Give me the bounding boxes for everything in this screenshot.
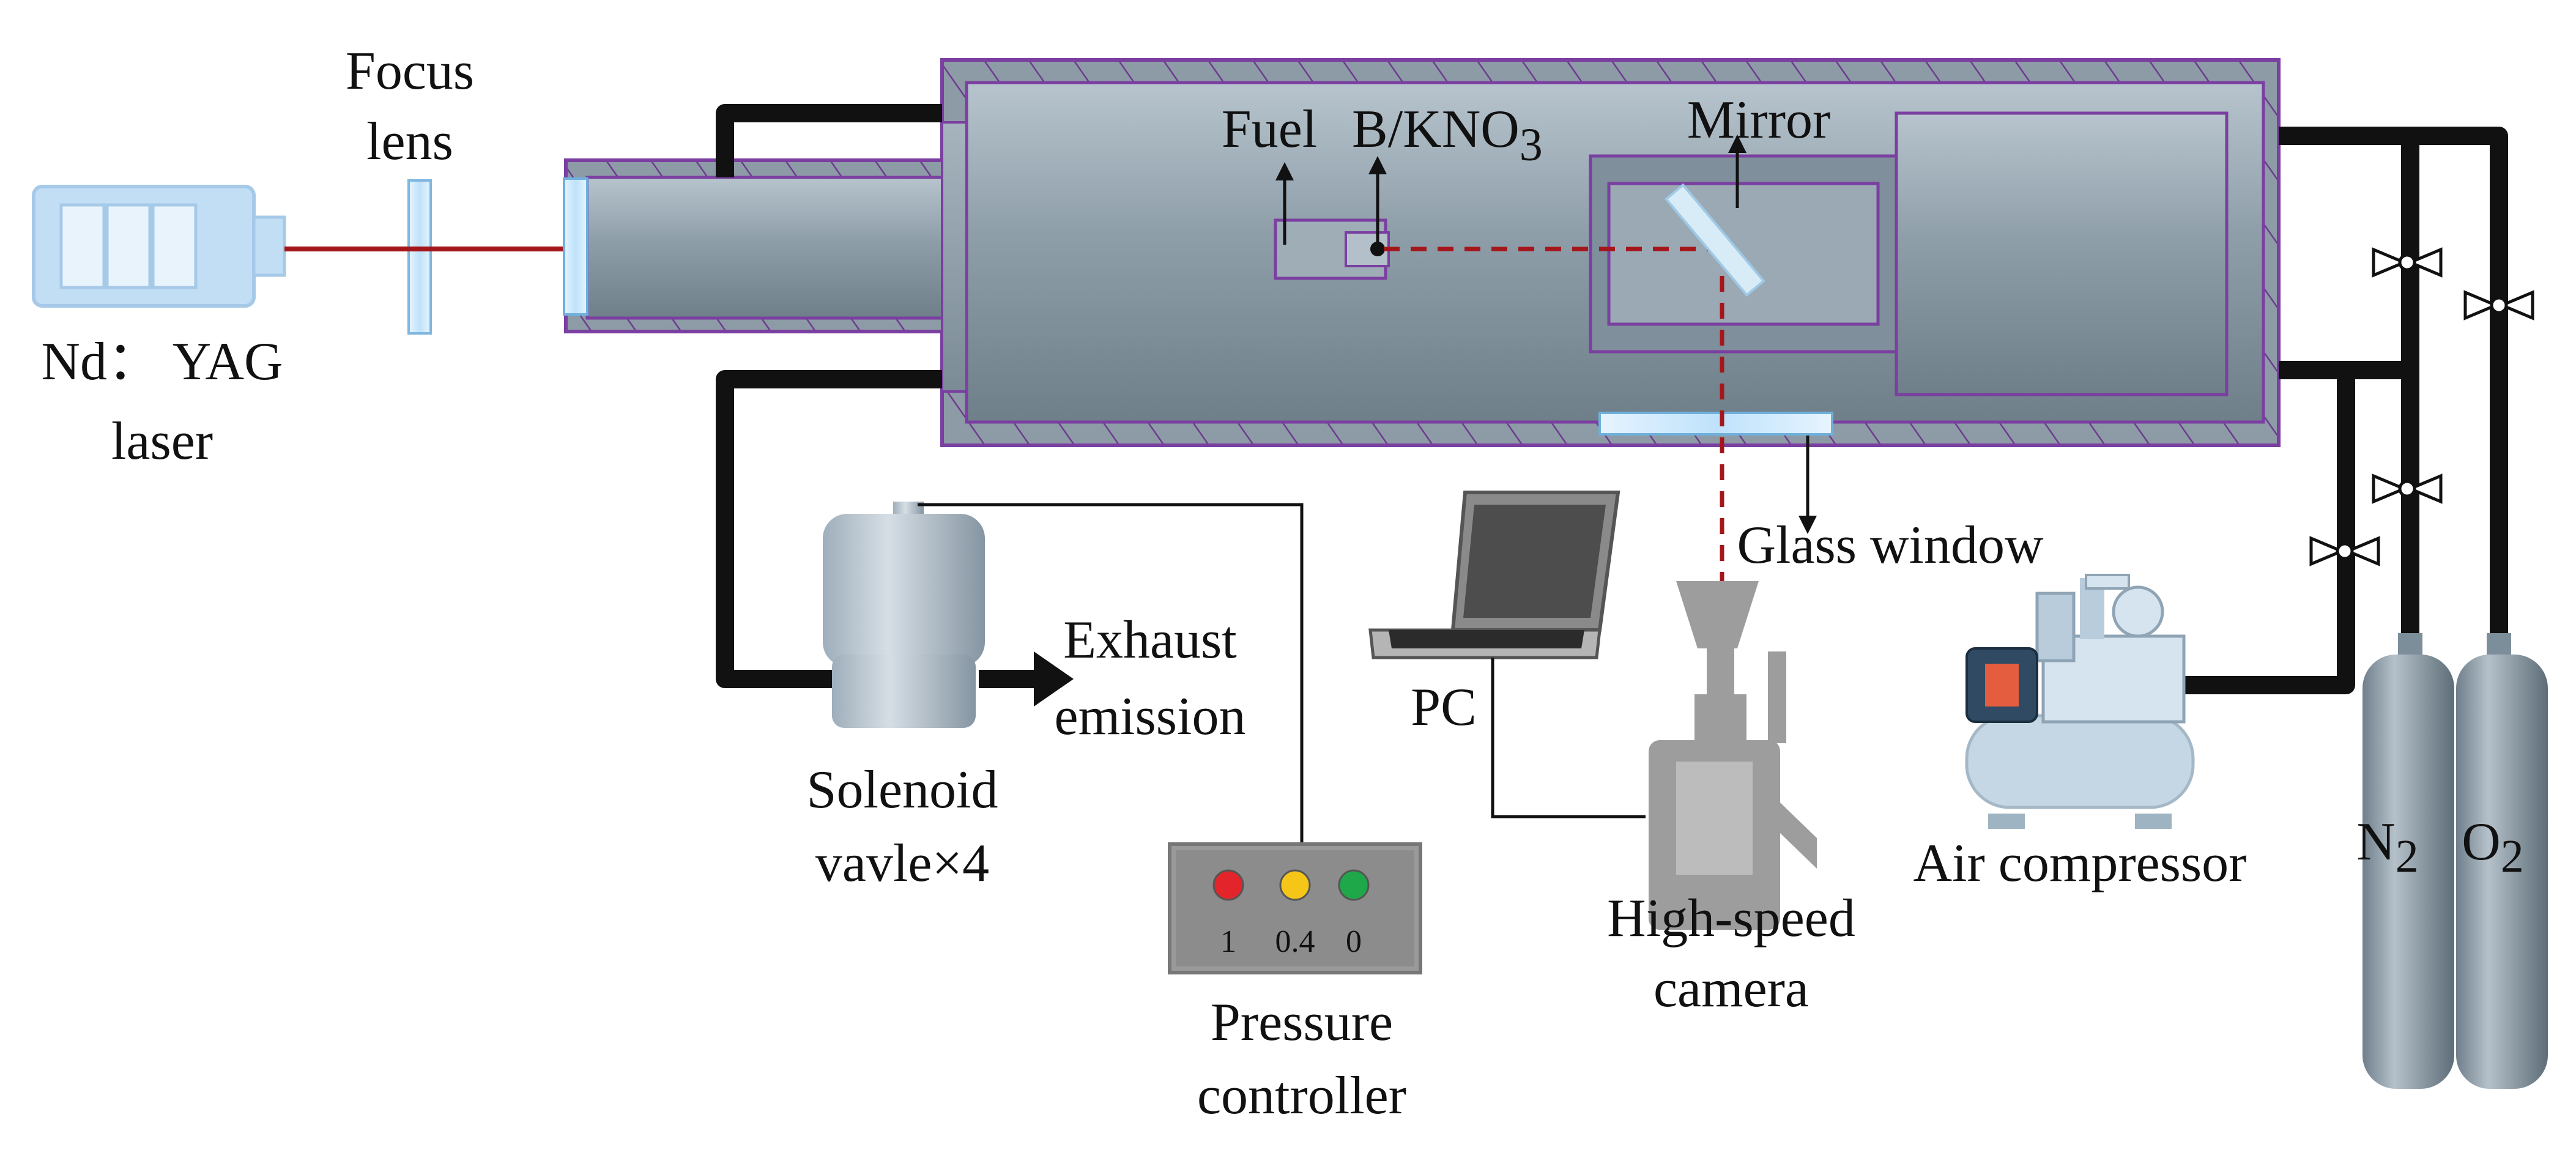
solenoid-signal-line [918,503,1304,844]
exhaust-label-line2: emission [1055,687,1246,746]
indicator-value-0: 1 [1220,924,1236,959]
laser-label-line2: laser [111,412,213,471]
n2-label: N2 [2356,812,2419,882]
n2-label-main: N [2356,812,2396,872]
pipe-valves [2309,247,2534,566]
indicator-lamp-2 [1338,869,1370,901]
solenoid-label-line1: Solenoid [807,760,998,820]
laser-label-line1: Nd： YAG [41,332,283,391]
air-compressor [1965,574,2195,829]
camera-label-line2: camera [1654,959,1809,1018]
boron-label: B/KNO3 [1352,100,1543,171]
laptop-pc [1368,491,1620,659]
laser-head [32,185,286,308]
focus-lens [407,179,432,335]
gas-piping [716,104,2508,694]
pressure-label-line1: Pressure [1211,993,1393,1052]
indicator-lamp-1 [1279,869,1311,901]
indicator-value-2: 0 [1346,924,1362,959]
pc-camera-cable [1491,658,1646,818]
fuel-label: Fuel [1222,100,1317,159]
focus-lens-label-line2: lens [366,112,453,171]
sample-point [1370,242,1385,256]
boron-label-subscript: 3 [1520,119,1543,171]
n2-cylinder [2363,633,2454,1089]
pressure-label-line2: controller [1197,1066,1406,1126]
exhaust-arrow [979,651,1074,707]
solenoid-label-line2: vavle×4 [815,834,989,893]
o2-cylinder [2456,633,2548,1089]
combustion-chamber-body [563,81,2265,436]
solenoid-valve [823,502,985,728]
indicator-lamp-0 [1212,869,1244,901]
mirror-label: Mirror [1687,91,1831,150]
o2-label-subscript: 2 [2501,831,2524,882]
o2-label-main: O [2462,812,2501,872]
glass-window-label: Glass window [1737,516,2044,575]
n2-label-subscript: 2 [2396,831,2419,882]
focus-lens-label-line1: Focus [346,42,474,101]
o2-label: O2 [2462,812,2524,882]
mirror [1664,183,1765,297]
high-speed-camera [1649,581,1817,930]
pc-label: PC [1411,678,1477,737]
boron-label-main: B/KNO [1352,100,1520,159]
camera-label-line1: High-speed [1607,889,1855,948]
air-compressor-label: Air compressor [1913,834,2247,893]
indicator-value-1: 0.4 [1275,924,1315,959]
exhaust-label-line1: Exhaust [1063,610,1237,670]
